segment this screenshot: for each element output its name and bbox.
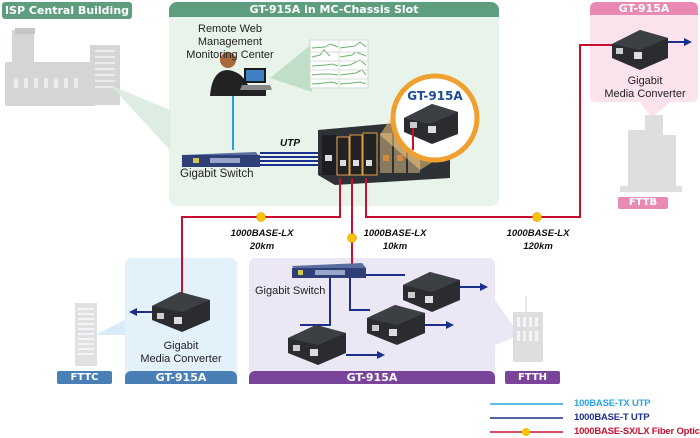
callout-converter-icon	[404, 104, 458, 150]
arrow-right-icon	[377, 283, 488, 359]
fttb-building-icon	[620, 115, 682, 192]
monitoring-screens-icon	[309, 39, 369, 89]
ftth-switch-label: Gigabit Switch	[255, 285, 326, 297]
ftth-building-icon	[513, 296, 543, 362]
fiber-marker-icon	[256, 212, 542, 243]
arrow-left-icon	[129, 308, 137, 316]
ftth-switch-icon	[292, 263, 366, 278]
fttb-converter-icon	[612, 30, 668, 70]
core-switch-label: Gigabit Switch	[180, 168, 254, 180]
legend-fiber: 1000BASE-SX/LX Fiber Optic	[574, 426, 700, 437]
ftth-converter-icon	[367, 305, 425, 345]
isp-building-icon	[5, 28, 120, 106]
link-label-ftth: 1000BASE-LX 10km	[363, 228, 427, 252]
legend-100base-tx: 100BASE-TX UTP	[574, 398, 651, 409]
legend-1000base-t: 1000BASE-T UTP	[574, 412, 650, 423]
ftth-tag: FTTH	[505, 371, 560, 384]
fttc-zone-title: GT-915A	[125, 371, 237, 384]
core-switch-icon	[182, 152, 260, 167]
callout-model-label: GT-915A	[407, 89, 463, 103]
chassis-zone-title: GT-915A in MC-Chassis Slot	[169, 2, 499, 17]
remote-mgmt-label: Remote Web Management Monitoring Center	[186, 23, 274, 61]
operator-icon	[210, 52, 272, 96]
ftth-zone-title: GT-915A	[249, 371, 495, 384]
fiber-marker-icon	[522, 428, 530, 436]
fttb-zone-title: GT-915A	[590, 2, 698, 15]
fttc-tag: FTTC	[57, 371, 112, 384]
ftth-converter-icon	[288, 325, 346, 365]
utp-label: UTP	[280, 138, 300, 149]
link-label-fttc: 1000BASE-LX 20km	[230, 228, 294, 252]
fttb-converter-label: Gigabit Media Converter	[604, 75, 686, 100]
link-label-fttb: 1000BASE-LX 120km	[506, 228, 570, 252]
arrow-right-icon	[684, 38, 692, 46]
ftth-converter-icon	[403, 272, 460, 312]
fttc-converter-label: Gigabit Media Converter	[140, 340, 222, 365]
fiber-link-fttb	[365, 44, 612, 218]
isp-zone-title: ISP Central Building	[2, 2, 132, 19]
fttc-converter-icon	[152, 292, 210, 332]
fttc-building-icon	[75, 303, 97, 366]
fttb-tag: FTTB	[618, 197, 668, 209]
